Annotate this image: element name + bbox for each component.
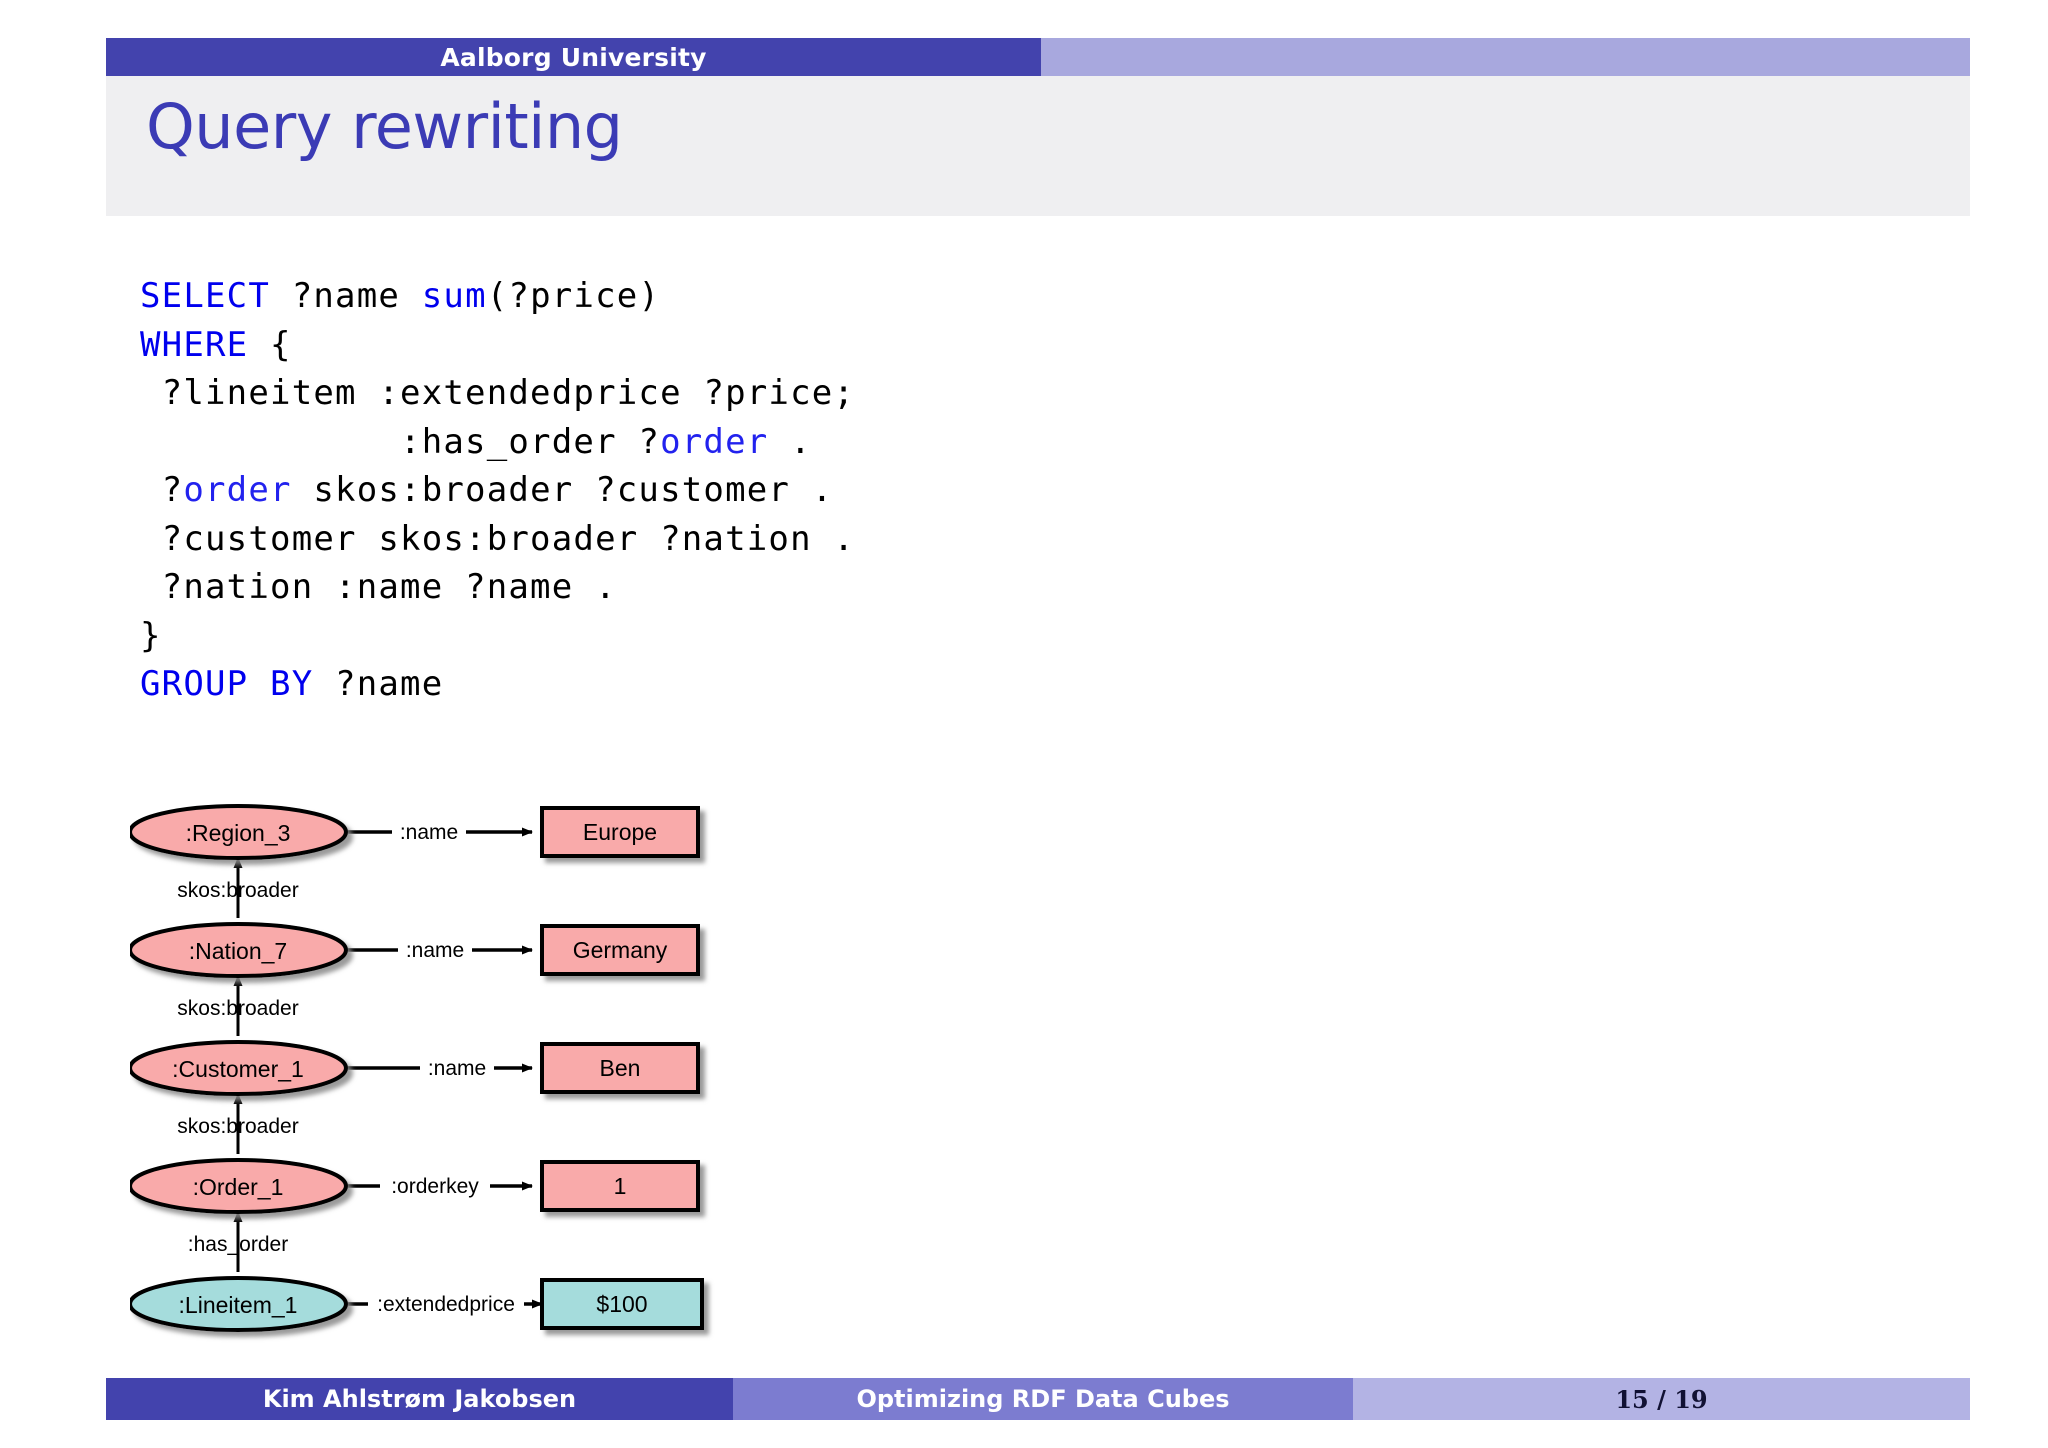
- node-germany-label: Germany: [573, 937, 668, 963]
- code-token: ?nation :name ?name .: [140, 567, 617, 607]
- node-nation-label: :Nation_7: [189, 938, 287, 964]
- graph-box-nodes: Europe Germany Ben 1 $100: [540, 806, 704, 1330]
- edge-label-customer-name: :name: [428, 1057, 486, 1080]
- code-token: :has_order ?: [140, 421, 661, 462]
- footer-author: Kim Ahlstrøm Jakobsen: [106, 1378, 733, 1420]
- page-title: Query rewriting: [146, 90, 623, 163]
- code-token: SELECT: [140, 276, 271, 316]
- code-token: skos:broader ?customer .: [291, 470, 834, 510]
- code-token: ?name: [270, 276, 422, 316]
- node-germany: [540, 924, 700, 976]
- footer-author-label: Kim Ahlstrøm Jakobsen: [262, 1385, 577, 1413]
- node-nation: [130, 922, 348, 978]
- rdf-graph-diagram: :Region_3 :Nation_7 :Customer_1 :Order_1…: [130, 800, 910, 1360]
- code-token: ?customer skos:broader ?nation .: [140, 518, 856, 559]
- edge-label-region-name: :name: [400, 821, 458, 844]
- graph-horizontal-edges: [346, 827, 543, 1309]
- code-token: ?: [140, 470, 184, 510]
- code-line-2: ?lineitem :extendedprice ?price;: [140, 369, 855, 418]
- node-lineitem: [130, 1276, 348, 1332]
- code-token: .: [768, 421, 812, 462]
- node-ben: [540, 1042, 700, 1094]
- code-line-3: :has_order ?order .: [140, 418, 855, 467]
- graph-ellipse-nodes: :Region_3 :Nation_7 :Customer_1 :Order_1…: [130, 804, 348, 1332]
- edge-label-skos-broader-1: skos:broader: [177, 879, 298, 902]
- code-token: order: [660, 421, 769, 462]
- title-block: Query rewriting: [106, 76, 1970, 216]
- code-line-7: }: [140, 612, 855, 661]
- node-order-label: :Order_1: [193, 1174, 284, 1200]
- footer-paper-label: Optimizing RDF Data Cubes: [856, 1385, 1230, 1413]
- code-token: }: [140, 615, 162, 656]
- edge-label-extendedprice: :extendedprice: [377, 1293, 515, 1316]
- graph-edge-labels: :name :name :name :orderkey :extendedpri…: [177, 821, 515, 1316]
- code-token: ?name: [313, 664, 444, 704]
- code-token: sum: [421, 276, 487, 316]
- edge-label-has-order: :has_order: [188, 1233, 288, 1256]
- footer-page-number: 15 / 19: [1353, 1378, 1970, 1420]
- header-bar-right: [1041, 38, 1970, 76]
- sparql-query-block: SELECT ?name sum(?price)WHERE { ?lineite…: [140, 272, 855, 709]
- header-bar: Aalborg University: [106, 38, 1970, 76]
- footer-bar: Kim Ahlstrøm Jakobsen Optimizing RDF Dat…: [106, 1378, 1970, 1420]
- code-line-6: ?nation :name ?name .: [140, 563, 855, 612]
- edge-label-skos-broader-2: skos:broader: [177, 997, 298, 1020]
- footer-paper-title: Optimizing RDF Data Cubes: [733, 1378, 1353, 1420]
- node-one: [540, 1160, 700, 1212]
- node-order: [130, 1158, 348, 1214]
- code-token: order: [183, 470, 292, 510]
- node-region-label: :Region_3: [186, 820, 291, 846]
- node-one-label: 1: [614, 1173, 627, 1199]
- footer-page-label: 15 / 19: [1615, 1384, 1708, 1414]
- code-token: (?price): [486, 276, 661, 316]
- node-europe-label: Europe: [583, 819, 657, 845]
- header-bar-left: Aalborg University: [106, 38, 1041, 76]
- node-region: [130, 804, 348, 860]
- code-line-5: ?customer skos:broader ?nation .: [140, 515, 855, 564]
- code-line-1: WHERE {: [140, 321, 855, 370]
- node-europe: [540, 806, 700, 858]
- node-hundred: [540, 1278, 704, 1330]
- code-token: GROUP BY: [140, 664, 314, 704]
- node-customer-label: :Customer_1: [172, 1056, 304, 1082]
- edge-label-nation-name: :name: [406, 939, 464, 962]
- code-token: ?lineitem :extendedprice ?price;: [140, 373, 856, 413]
- edge-label-skos-broader-3: skos:broader: [177, 1115, 298, 1138]
- node-ben-label: Ben: [600, 1055, 641, 1081]
- node-customer: [130, 1040, 348, 1096]
- code-line-8: GROUP BY ?name: [140, 660, 855, 709]
- node-lineitem-label: :Lineitem_1: [179, 1292, 298, 1318]
- institution-name: Aalborg University: [440, 42, 707, 72]
- code-line-4: ?order skos:broader ?customer .: [140, 466, 855, 515]
- code-token: {: [248, 324, 292, 365]
- code-token: WHERE: [140, 324, 249, 365]
- code-line-0: SELECT ?name sum(?price): [140, 272, 855, 321]
- node-hundred-label: $100: [596, 1291, 647, 1317]
- edge-label-orderkey: :orderkey: [391, 1175, 479, 1198]
